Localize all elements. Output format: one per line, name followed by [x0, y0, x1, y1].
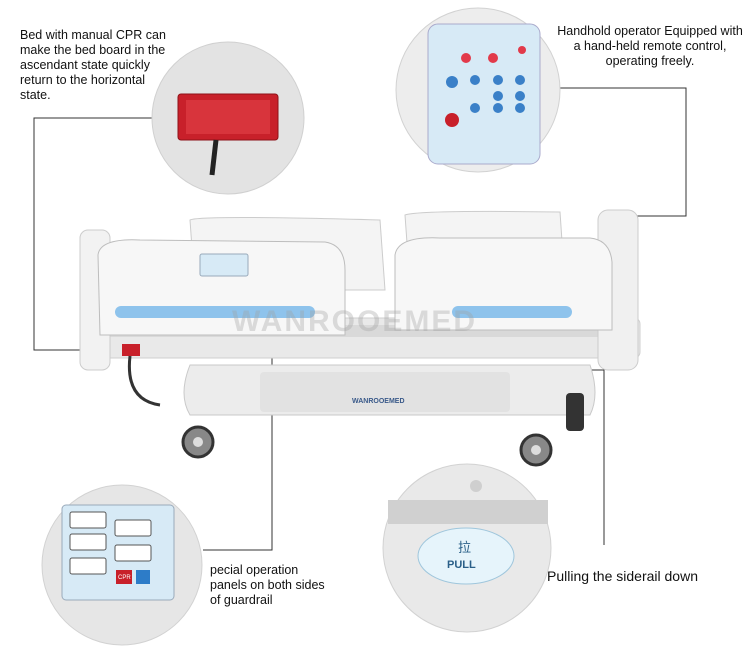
detail-remote-circle: [395, 7, 561, 173]
detail-cpr-circle: [151, 41, 305, 195]
rail-blue-strip-right: [452, 306, 572, 318]
bed-frame: [79, 209, 641, 467]
cpr-button-label: CPR: [118, 575, 131, 581]
pull-char: 拉: [458, 540, 472, 555]
rail-blue-strip-left: [115, 306, 315, 318]
siderail-callout: Pulling the siderail down: [547, 568, 698, 584]
brand-label: WANROOEMED: [352, 398, 405, 405]
cpr-callout: Bed with manual CPR can make the bed boa…: [20, 28, 166, 102]
handhold-callout: Handhold operator Equipped with a hand-h…: [557, 24, 743, 68]
watermark: WANROOEMED: [232, 305, 477, 338]
detail-pull-circle: [382, 463, 552, 633]
panels-callout: pecial operation panels on both sides of…: [210, 563, 325, 607]
detail-panel-circle: [41, 484, 203, 646]
pull-label: PULL: [447, 559, 476, 571]
